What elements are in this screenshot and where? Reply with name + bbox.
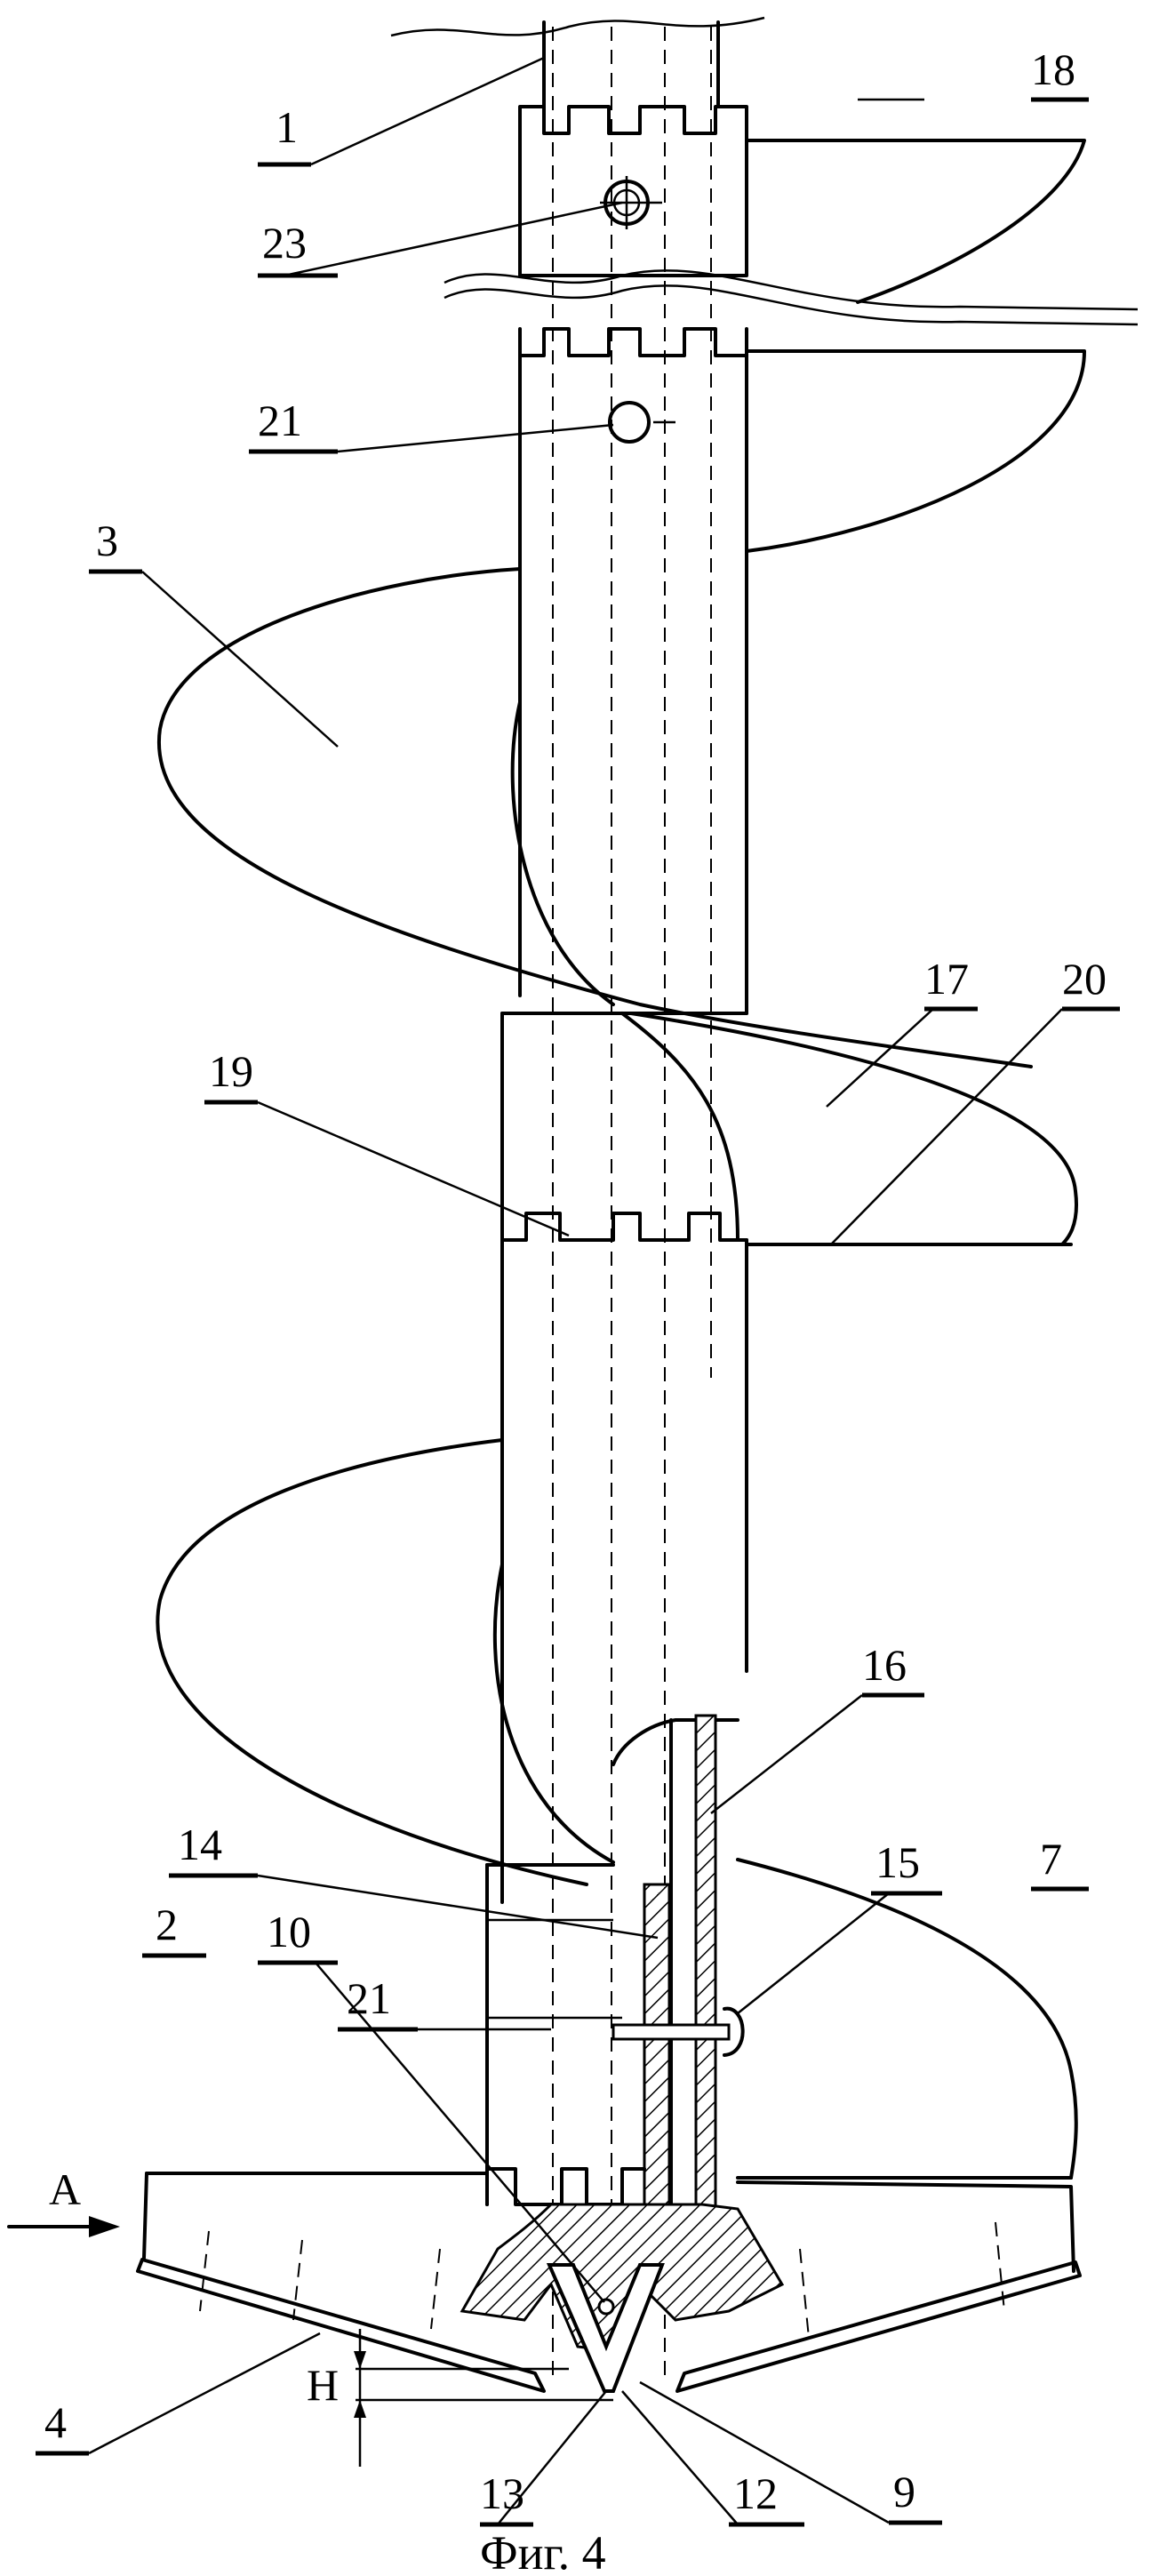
label-14: 14 [178, 1820, 222, 1869]
view-arrow-a [7, 2216, 120, 2237]
leaders [36, 56, 1120, 2527]
label-4: 4 [44, 2397, 67, 2447]
label-9: 9 [893, 2467, 915, 2516]
figure-caption: Фиг. 4 [480, 2526, 606, 2576]
label-view-a: A [49, 2164, 81, 2214]
label-18: 18 [1031, 44, 1075, 94]
label-20: 20 [1062, 954, 1107, 1004]
label-21-bottom: 21 [347, 1973, 391, 2023]
label-12: 12 [733, 2468, 778, 2518]
main-shaft [500, 327, 748, 1904]
label-2: 2 [156, 1900, 178, 1949]
label-7: 7 [1040, 1834, 1062, 1884]
label-h: H [307, 2360, 339, 2410]
label-16: 16 [862, 1640, 907, 1690]
label-19: 19 [209, 1046, 253, 1096]
break-line [444, 269, 1139, 326]
label-3: 3 [96, 516, 118, 565]
cutting-head [136, 2172, 1082, 2467]
label-17: 17 [924, 954, 969, 1004]
flight-lower [156, 1438, 615, 1886]
upper-shaft [390, 16, 765, 2382]
label-13: 13 [480, 2468, 524, 2518]
label-10: 10 [267, 1907, 311, 1956]
label-15: 15 [875, 1837, 920, 1887]
flight-17 [620, 1012, 1078, 1246]
label-21-top: 21 [258, 396, 302, 445]
cutaway-section [485, 1714, 745, 2224]
flight-18 [745, 139, 1086, 304]
label-23: 23 [262, 218, 307, 268]
label-1: 1 [276, 102, 298, 152]
flight-7 [736, 1858, 1078, 2180]
flight-3 [156, 349, 1086, 1068]
